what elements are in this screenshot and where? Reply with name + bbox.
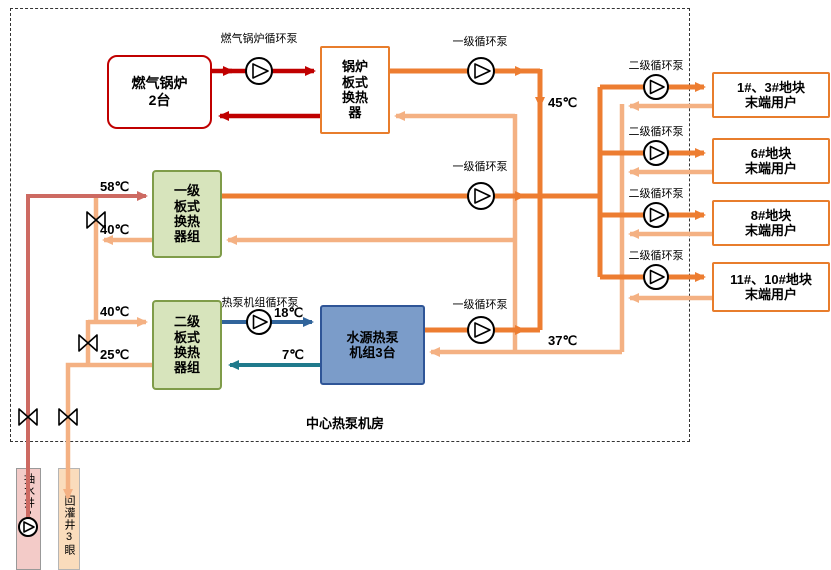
plant-room-title: 中心热泵机房 xyxy=(305,416,384,431)
secondary-plate-hx-box: 二级 板式 换热 器组 xyxy=(152,300,222,390)
valve-icon xyxy=(78,334,98,352)
secondary-pump-label: 二级循环泵 xyxy=(628,188,684,200)
box-line: 换热 xyxy=(173,214,200,229)
box-line: 板式 xyxy=(173,329,200,345)
hp-loop-pump-icon xyxy=(246,309,272,335)
valve-icon xyxy=(58,408,78,426)
box-line: 11#、10#地块 xyxy=(730,271,812,287)
end-user-box-4: 11#、10#地块 末端用户 xyxy=(712,262,830,312)
primary-pump-1-icon xyxy=(467,57,495,85)
valve-icon xyxy=(86,211,106,229)
water-source-heat-pump-box: 水源热泵 机组3台 xyxy=(320,305,425,385)
box-line: 燃气锅炉 xyxy=(131,75,188,92)
boiler-pump-label: 燃气锅炉循环泵 xyxy=(220,33,298,45)
temp-18-label: 18℃ xyxy=(274,305,304,320)
box-line: 机组3台 xyxy=(349,345,396,360)
box-line: 末端用户 xyxy=(744,95,797,110)
secondary-pump-label: 二级循环泵 xyxy=(628,126,684,138)
box-line: 2台 xyxy=(148,92,171,108)
primary-pump-label: 一级循环泵 xyxy=(452,161,508,173)
secondary-pump-4-icon xyxy=(643,264,669,290)
box-line: 器组 xyxy=(173,229,200,245)
temp-25-label: 25℃ xyxy=(100,347,130,362)
plant-room-boundary xyxy=(10,8,690,442)
box-line: 锅炉 xyxy=(341,59,368,75)
hp-loop-piping xyxy=(222,317,320,370)
well-supply-piping xyxy=(26,191,148,522)
primary-plate-hx-box: 一级 板式 换热 器组 xyxy=(152,170,222,258)
box-line: 末端用户 xyxy=(744,223,797,238)
box-line: 板式 xyxy=(341,74,368,90)
secondary-pump-2-icon xyxy=(643,140,669,166)
temp-58-label: 58℃ xyxy=(100,179,130,194)
secondary-pump-3-icon xyxy=(643,202,669,228)
box-line: 二级 xyxy=(173,314,200,330)
box-line: 6#地块 xyxy=(750,145,792,161)
well-pump-icon xyxy=(18,517,38,537)
hp-loop-pump-label: 热泵机组循环泵 xyxy=(221,297,299,309)
box-line: 末端用户 xyxy=(744,287,797,302)
primary-pump-3-icon xyxy=(467,316,495,344)
temp-37-label: 37℃ xyxy=(548,333,578,348)
secondary-pump-1-icon xyxy=(643,74,669,100)
box-line: 器组 xyxy=(173,360,200,376)
box-line: 换热 xyxy=(173,345,200,360)
box-line: 1#、3#地块 xyxy=(737,79,805,95)
primary-pump-label: 一级循环泵 xyxy=(452,299,508,311)
temp-7-label: 7℃ xyxy=(282,347,304,362)
end-user-box-2: 6#地块 末端用户 xyxy=(712,138,830,184)
boiler-plate-hx-box: 锅炉 板式 换热 器 xyxy=(320,46,390,134)
temp-40-upper-label: 40℃ xyxy=(100,222,130,237)
secondary-pump-label: 二级循环泵 xyxy=(628,60,684,72)
box-line: 板式 xyxy=(173,198,200,214)
gas-boiler-box: 燃气锅炉 2台 xyxy=(107,55,212,129)
secondary-pump-label: 二级循环泵 xyxy=(628,250,684,262)
boiler-circulation-pump-icon xyxy=(245,57,273,85)
end-user-box-3: 8#地块 末端用户 xyxy=(712,200,830,246)
box-line: 末端用户 xyxy=(744,161,797,176)
box-line: 一级 xyxy=(173,183,200,199)
box-line: 水源热泵 xyxy=(346,329,399,345)
well-label: 回灌井3眼 xyxy=(63,495,75,556)
box-line: 8#地块 xyxy=(750,207,792,223)
temp-40-lower-label: 40℃ xyxy=(100,304,130,319)
end-user-box-1: 1#、3#地块 末端用户 xyxy=(712,72,830,118)
primary-pump-2-icon xyxy=(467,182,495,210)
temp-45-label: 45℃ xyxy=(548,95,578,110)
box-line: 器 xyxy=(348,105,362,121)
primary-pump-label: 一级循环泵 xyxy=(452,36,508,48)
valve-icon xyxy=(18,408,38,426)
box-line: 换热 xyxy=(341,90,368,105)
